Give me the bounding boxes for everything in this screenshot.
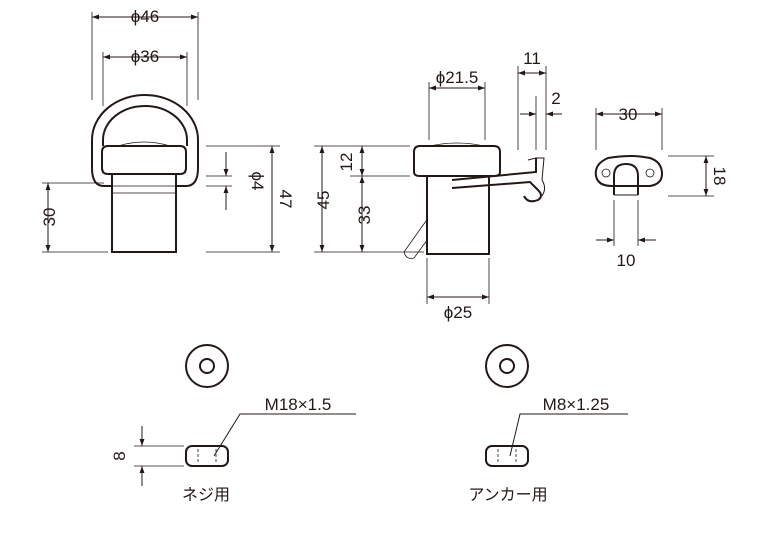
plate-hole-right [645, 168, 655, 178]
dim-plate-height: 18 [710, 167, 729, 186]
dim-side-body-dia: ϕ25 [444, 303, 472, 322]
plate-loop [613, 162, 639, 195]
dim-wire-dia: ϕ4 [248, 172, 267, 191]
plate-outline [594, 154, 664, 187]
dim-plate-opening: 10 [617, 251, 636, 270]
front-ring-outer [91, 94, 199, 187]
dim-hook-thickness: 2 [551, 89, 560, 108]
dim-front-inner-dia: ϕ36 [131, 47, 159, 66]
plate-view: 30 18 10 [594, 105, 729, 270]
front-head-dome [117, 141, 171, 147]
side-hook [451, 158, 542, 203]
anchor-nut: M8×1.25 アンカー用 [468, 344, 628, 504]
screw-nut-side [185, 445, 229, 467]
dim-body-height: 30 [40, 208, 59, 227]
anchor-nut-top-outer [485, 344, 529, 388]
side-view: ϕ21.5 11 2 45 12 33 ϕ25 [314, 49, 562, 322]
screw-nut-top-inner [199, 358, 215, 374]
plate-hole-left [601, 168, 611, 178]
front-body [111, 167, 177, 253]
dim-hook-offset: 11 [523, 49, 541, 68]
dim-front-outer-dia: ϕ46 [131, 7, 159, 26]
anchor-caption: アンカー用 [468, 487, 547, 504]
screw-caption: ネジ用 [182, 486, 230, 504]
dim-total-height: 47 [276, 190, 295, 209]
screw-nut-top-outer [185, 344, 229, 388]
dim-plate-width: 30 [619, 105, 638, 124]
dim-nut-height: 8 [110, 451, 129, 460]
anchor-nut-side [485, 445, 529, 467]
front-ring-inner [102, 105, 188, 146]
screw-thread-label: M18×1.5 [265, 395, 332, 414]
front-body-neck [112, 185, 176, 194]
anchor-nut-top-inner [499, 358, 515, 374]
screw-nut: M18×1.5 8 ネジ用 [110, 344, 356, 504]
dim-side-head-dia: ϕ21.5 [436, 68, 479, 87]
side-head [413, 145, 501, 177]
front-head [101, 145, 187, 175]
anchor-thread-label: M8×1.25 [543, 395, 610, 414]
dim-side-body-height: 33 [355, 206, 374, 225]
dim-side-head-height: 12 [337, 153, 356, 172]
front-view: ϕ46 ϕ36 ϕ4 47 30 [40, 7, 295, 253]
dim-side-total-height: 45 [314, 191, 333, 210]
